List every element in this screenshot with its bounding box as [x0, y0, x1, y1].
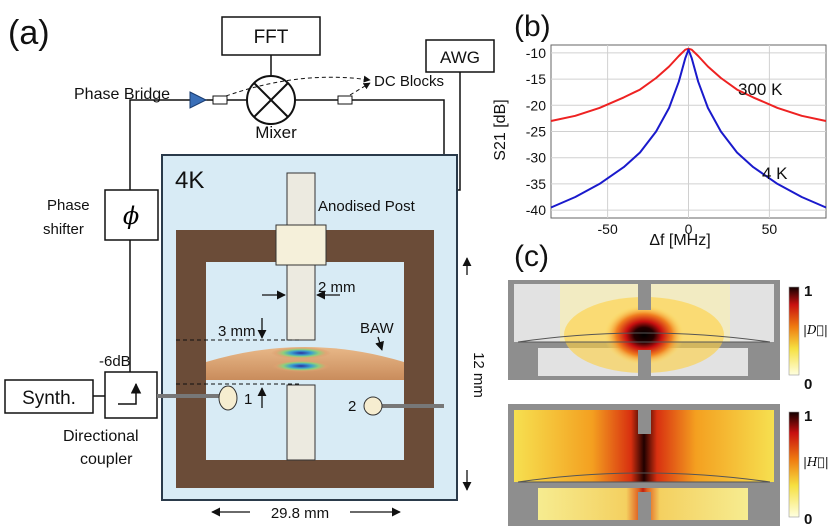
h-colorbar-max: 1 [804, 408, 812, 425]
phase-bridge-line [129, 99, 247, 190]
phase-shifter-box [104, 189, 159, 241]
h-colorbar-title: |H⃗| [803, 455, 829, 469]
h-colorbar [788, 411, 800, 518]
awg-box [425, 39, 495, 73]
minus-6db-label: -6dB [99, 353, 131, 370]
fft-box [221, 16, 321, 56]
dc-blocks-label: DC Blocks [374, 73, 444, 90]
post-clamp [275, 224, 327, 266]
four-k-label: 4K [175, 167, 204, 194]
d-colorbar [788, 286, 800, 376]
y-tick-label: -30 [526, 150, 546, 166]
coupler-label: coupler [80, 451, 133, 468]
y-axis-label: S21 [dB] [492, 99, 509, 160]
port1-label: 1 [244, 391, 252, 408]
baw-label: BAW [360, 320, 394, 337]
panel-b: (b) -50 0 50 -10 -15 -20 -25 -30 -35 -40 Δf [MHz]… [492, 10, 827, 249]
acoustic-mode-1 [271, 347, 331, 359]
panel-c-label: (c) [514, 240, 549, 273]
y-tick-label: -40 [526, 202, 546, 218]
dim-12mm-label: 12 mm [470, 352, 487, 398]
d-colorbar-title: |D⃗| [803, 323, 828, 337]
series-line-1 [550, 48, 827, 209]
anodised-post-label: Anodised Post [318, 198, 416, 215]
shifter-label: shifter [43, 221, 84, 238]
ticks: -50 0 50 -10 -15 -20 -25 -30 -35 -40 [526, 45, 778, 237]
y-tick-label: -25 [526, 124, 546, 140]
x-tick-label: 0 [685, 221, 693, 237]
awg-label: AWG [440, 48, 480, 67]
phase-label: Phase [47, 197, 90, 214]
directional-label: Directional [63, 428, 139, 445]
y-tick-label: -35 [526, 176, 546, 192]
fft-label: FFT [254, 27, 289, 48]
port1-antenna [218, 385, 238, 411]
d-colorbar-min: 0 [804, 376, 812, 393]
panel-b-label: (b) [514, 10, 551, 43]
dc-block-left [212, 95, 228, 105]
phi-symbol: ϕ [123, 202, 139, 230]
amplifier-icon [189, 91, 208, 109]
port2-label: 2 [348, 398, 356, 415]
panel-c: (c) 1 0 |D⃗| 1 [508, 240, 829, 528]
series-lines [550, 47, 827, 209]
mixer-label: Mixer [255, 123, 297, 142]
y-tick-label: -10 [526, 45, 546, 61]
acoustic-mode-2 [271, 360, 331, 372]
grid [551, 45, 826, 218]
panel-a-label: (a) [8, 14, 50, 52]
x-tick-label: -50 [598, 221, 618, 237]
y-tick-label: -15 [526, 71, 546, 87]
d-field-map [508, 280, 780, 380]
port2-antenna [363, 396, 383, 416]
phase-bridge-label: Phase Bridge [74, 86, 170, 103]
h-field-map [508, 404, 780, 526]
dim-3mm-label: 3 mm [218, 323, 256, 340]
d-colorbar-max: 1 [804, 283, 812, 300]
directional-coupler-box [104, 371, 158, 419]
synth-label: Synth. [22, 388, 76, 409]
dc-block-right [337, 95, 353, 105]
panel-a: (a) FFT AWG Mixer Phase Bridge DC Blocks… [4, 14, 495, 522]
series-line-0 [550, 47, 827, 122]
x-tick-label: 50 [762, 221, 778, 237]
series-label-300k: 300 K [738, 80, 783, 99]
bottom-post [286, 384, 316, 461]
synth-box [4, 379, 94, 414]
dim-29-8mm-label: 29.8 mm [271, 505, 329, 522]
dim-2mm-label: 2 mm [318, 279, 356, 296]
y-tick-label: -20 [526, 97, 546, 113]
h-colorbar-min: 0 [804, 511, 812, 528]
series-label-4k: 4 K [762, 164, 788, 183]
x-axis-label: Δf [MHz] [649, 232, 710, 249]
